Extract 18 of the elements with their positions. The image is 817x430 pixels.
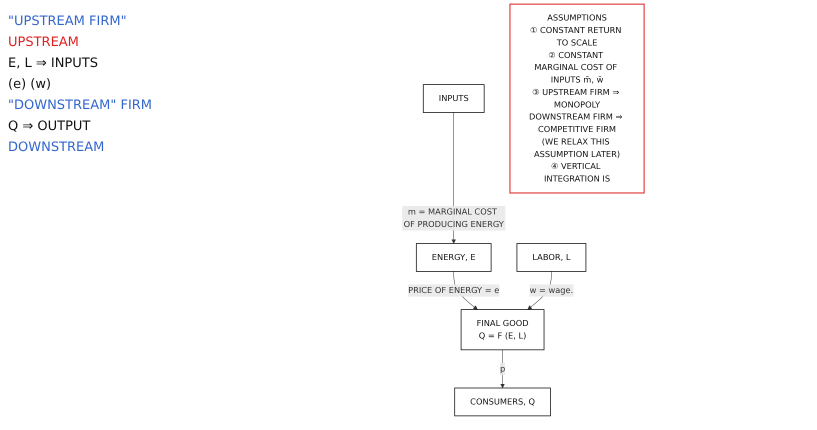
node-box: INPUTS <box>423 84 485 113</box>
note-text: E, L ⇒ INPUTS <box>8 56 99 71</box>
note-text: (e) (w) <box>8 77 52 92</box>
edge-label: PRICE OF ENERGY = e <box>408 285 500 296</box>
node-box: CONSUMERS, Q <box>454 388 552 416</box>
note-text: Q ⇒ OUTPUT <box>8 119 92 134</box>
node-box: ENERGY, E <box>416 243 492 272</box>
edge-label: m = MARGINAL COST OF PRODUCING ENERGY <box>404 206 504 230</box>
note-text: "UPSTREAM FIRM" <box>8 14 128 29</box>
note-text: UPSTREAM <box>8 35 80 50</box>
arrow <box>500 350 506 388</box>
edge-label: w = wage. <box>530 285 574 296</box>
node-box: FINAL GOOD Q = F (E, L) <box>461 309 545 350</box>
edge-label: p <box>500 364 506 374</box>
note-text: DOWNSTREAM <box>8 140 106 155</box>
node-box: LABOR, L <box>516 243 587 272</box>
note-text: "DOWNSTREAM" FIRM <box>8 98 154 113</box>
node-box: ASSUMPTIONS ① CONSTANT RETURN TO SCALE ② CONSTANT MARGINAL COST OF INPUTS m̄, w̄ ③ UPSTREAM FIRM ⇒ MONOPOLY DOWNSTREAM FIRM ⇒ COMPETITIVE FIRM (WE RELAX THIS ASSUMPTION LATER) ④ VERTICAL INTEGRATION IS <box>510 4 645 194</box>
